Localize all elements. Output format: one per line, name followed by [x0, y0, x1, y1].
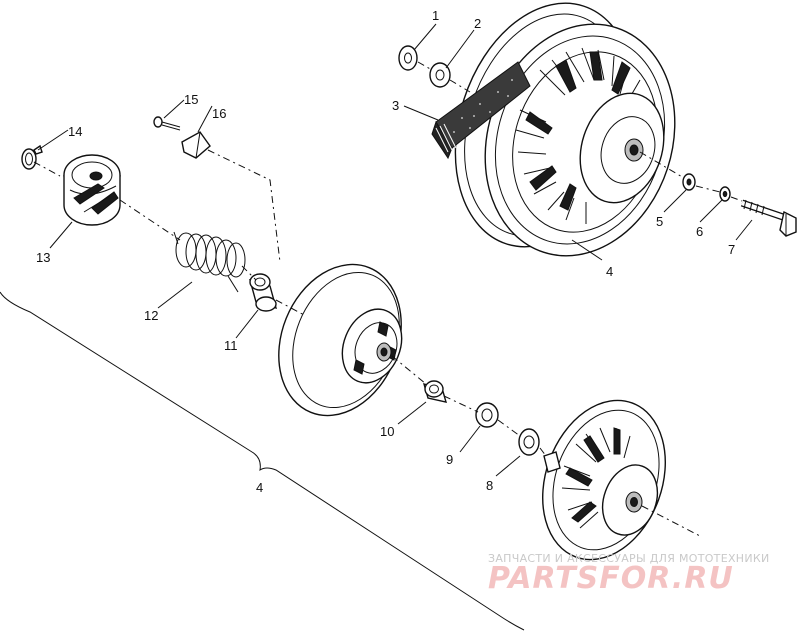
callout-6: 6	[696, 224, 703, 239]
callout-5: 5	[656, 214, 663, 229]
callout-7: 7	[728, 242, 735, 257]
callout-12: 12	[144, 308, 158, 323]
washer-9	[475, 402, 499, 428]
lock-washer-6	[719, 186, 731, 202]
callout-labels: 1 2 3 4 5 6 7 4 8 9 10 11 12 13 14 15 16…	[36, 8, 735, 495]
callout-13: 13	[36, 250, 50, 265]
movable-sheave	[278, 263, 403, 417]
leader-lines	[37, 23, 753, 477]
driven-clutch-assembly-top	[454, 2, 676, 257]
screw-15	[153, 116, 181, 131]
callout-2: 2	[474, 16, 481, 31]
callout-1: 1	[432, 8, 439, 23]
helix-cam-13	[63, 154, 121, 226]
callout-10: 10	[380, 424, 394, 439]
washer-2	[429, 62, 451, 88]
bolt-7	[740, 199, 797, 237]
drive-belt	[431, 61, 531, 160]
snap-ring-14	[21, 144, 43, 170]
fixed-sheave-bottom	[542, 399, 666, 561]
spring-12	[173, 231, 246, 293]
washer-5	[682, 173, 696, 191]
callout-4-bracket: 4	[256, 480, 263, 495]
callout-16: 16	[212, 106, 226, 121]
callout-14: 14	[68, 124, 82, 139]
callout-15: 15	[184, 92, 198, 107]
bushing-11	[248, 273, 278, 312]
callout-8: 8	[486, 478, 493, 493]
callout-9: 9	[446, 452, 453, 467]
bushing-10	[423, 380, 447, 403]
watermark: ЗАПЧАСТИ И АКСЕССУАРЫ ДЛЯ МОТОТЕХНИКИ PA…	[488, 552, 770, 596]
washer-8	[518, 428, 540, 456]
callout-11: 11	[224, 338, 238, 353]
assembly-centerlines	[33, 61, 743, 537]
watermark-logo: PARTSFOR.RU	[488, 561, 734, 596]
shoe-16	[181, 131, 211, 159]
watermark-tagline: ЗАПЧАСТИ И АКСЕССУАРЫ ДЛЯ МОТОТЕХНИКИ	[488, 552, 770, 565]
assembly-bracket	[0, 291, 525, 631]
washer-1	[398, 45, 418, 71]
callout-3: 3	[392, 98, 399, 113]
callout-4-top: 4	[606, 264, 613, 279]
